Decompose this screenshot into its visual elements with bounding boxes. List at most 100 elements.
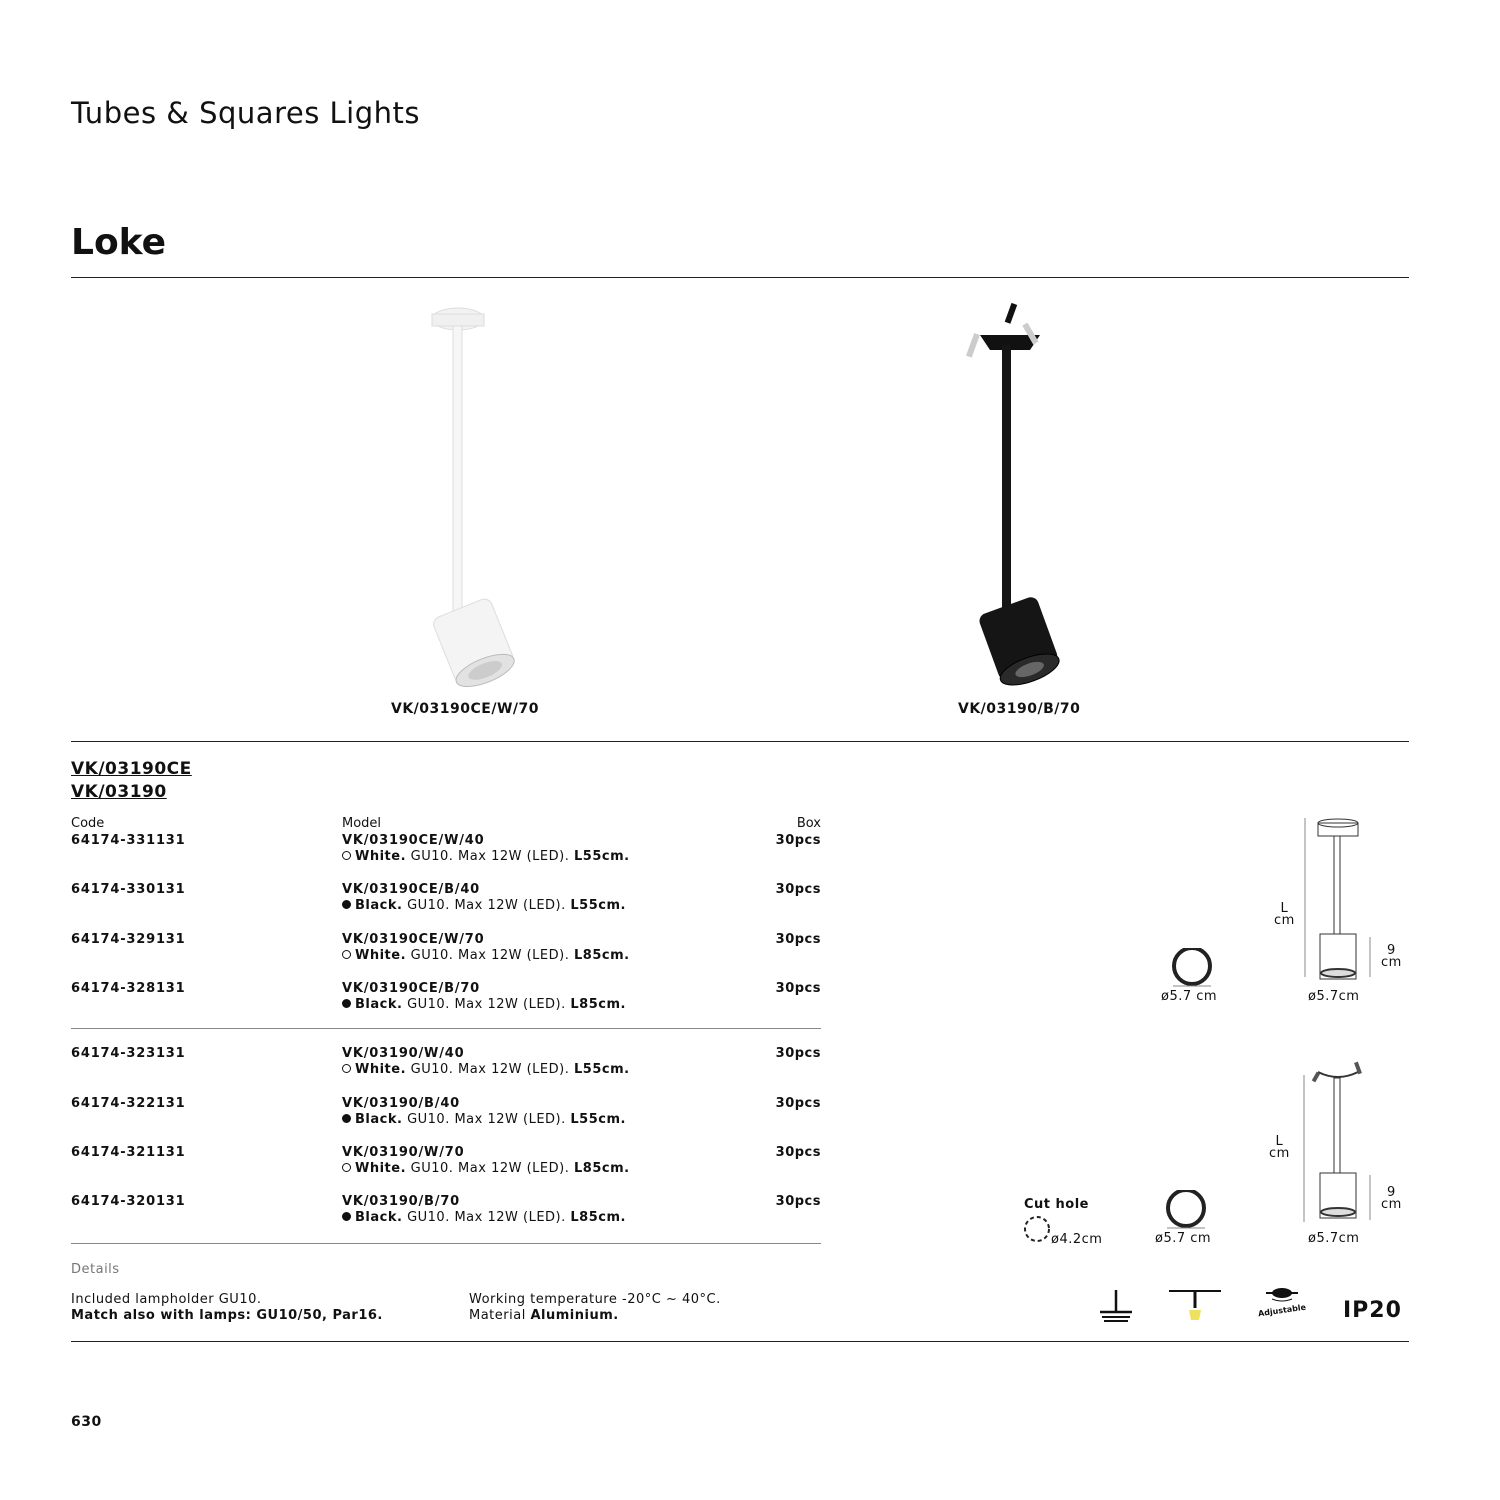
product-model: VK/03190CE/W/70 <box>342 932 485 947</box>
ring-diameter-label: ø5.7 cm <box>1161 989 1218 1004</box>
ring-diagram <box>1170 946 1216 992</box>
box-quantity: 30pcs <box>775 932 821 947</box>
cut-hole-icon <box>1022 1214 1052 1248</box>
length-text: L55cm. <box>570 898 626 913</box>
color-dot-icon <box>342 1212 351 1221</box>
product-model: VK/03190/W/40 <box>342 1046 465 1061</box>
pendant-light-icon <box>1167 1288 1223 1328</box>
box-quantity: 30pcs <box>775 833 821 848</box>
ground-icon <box>1098 1288 1134 1328</box>
product-image-black <box>950 295 1110 690</box>
column-header-code: Code <box>71 816 105 831</box>
page-number: 630 <box>71 1414 102 1430</box>
length-text: L55cm. <box>570 1112 626 1127</box>
color-name: Black. <box>355 997 403 1012</box>
details-text: Match also with lamps: GU10/50, Par16. <box>71 1308 383 1323</box>
group-divider <box>71 1028 821 1029</box>
box-quantity: 30pcs <box>775 981 821 996</box>
spec-text: GU10. Max 12W (LED). <box>406 849 574 864</box>
product-code: 64174-329131 <box>71 932 186 947</box>
divider <box>71 277 1409 278</box>
color-dot-icon <box>342 999 351 1008</box>
spec-text: GU10. Max 12W (LED). <box>402 997 571 1012</box>
height-value: 9 <box>1387 943 1396 958</box>
product-image-white <box>380 300 560 690</box>
product-description: White. GU10. Max 12W (LED). L85cm. <box>342 948 630 963</box>
product-description: Black. GU10. Max 12W (LED). L55cm. <box>342 898 626 913</box>
details-label: Details <box>71 1262 120 1277</box>
product-model: VK/03190/B/70 <box>342 1194 461 1209</box>
spec-text: GU10. Max 12W (LED). <box>406 948 574 963</box>
family-code: VK/03190 <box>71 782 167 802</box>
spec-text: GU10. Max 12W (LED). <box>402 1112 571 1127</box>
adjustable-label: Adjustable <box>1257 1302 1307 1319</box>
material-label: Material <box>469 1308 531 1323</box>
color-name: Black. <box>355 1210 403 1225</box>
box-quantity: 30pcs <box>775 1145 821 1160</box>
product-model: VK/03190/B/40 <box>342 1096 461 1111</box>
color-dot-icon <box>342 851 351 860</box>
product-code: 64174-330131 <box>71 882 186 897</box>
spec-text: GU10. Max 12W (LED). <box>402 898 571 913</box>
ring-diagram <box>1164 1188 1210 1234</box>
family-code: VK/03190CE <box>71 759 192 779</box>
height-value: 9 <box>1387 1185 1396 1200</box>
length-text: L55cm. <box>573 849 630 864</box>
product-description: White. GU10. Max 12W (LED). L85cm. <box>342 1161 630 1176</box>
product-code: 64174-320131 <box>71 1194 186 1209</box>
color-dot-icon <box>342 1064 351 1073</box>
product-description: Black. GU10. Max 12W (LED). L85cm. <box>342 997 626 1012</box>
color-name: White. <box>355 1161 407 1176</box>
details-text: Working temperature -20°C ~ 40°C. <box>469 1292 721 1307</box>
cut-hole-title: Cut hole <box>1024 1197 1089 1212</box>
box-quantity: 30pcs <box>775 1046 821 1061</box>
ip-rating: IP20 <box>1343 1298 1402 1323</box>
length-letter: L <box>1280 901 1289 916</box>
material-value: Aluminium. <box>530 1308 619 1323</box>
cut-hole-value: ø4.2cm <box>1051 1232 1103 1247</box>
spec-text: GU10. Max 12W (LED). <box>406 1161 574 1176</box>
height-unit: cm <box>1381 1197 1402 1212</box>
divider <box>71 741 1409 742</box>
color-name: Black. <box>355 898 403 913</box>
color-dot-icon <box>342 1114 351 1123</box>
length-text: L85cm. <box>573 948 630 963</box>
length-text: L85cm. <box>570 1210 626 1225</box>
body-diameter-label: ø5.7cm <box>1308 989 1360 1004</box>
length-text: L55cm. <box>573 1062 630 1077</box>
color-name: White. <box>355 849 407 864</box>
length-letter: L <box>1275 1134 1284 1149</box>
product-code: 64174-321131 <box>71 1145 186 1160</box>
box-quantity: 30pcs <box>775 1194 821 1209</box>
divider <box>71 1341 1409 1342</box>
ring-diameter-label: ø5.7 cm <box>1155 1231 1212 1246</box>
spec-text: GU10. Max 12W (LED). <box>406 1062 574 1077</box>
product-model: VK/03190CE/W/40 <box>342 833 485 848</box>
column-header-model: Model <box>342 816 382 831</box>
column-header-box: Box <box>796 816 821 831</box>
length-text: L85cm. <box>573 1161 630 1176</box>
details-text: Material Aluminium. <box>469 1308 619 1323</box>
details-text: Included lampholder GU10. <box>71 1292 262 1307</box>
product-caption: VK/03190CE/W/70 <box>391 701 539 717</box>
color-name: White. <box>355 1062 407 1077</box>
product-model: VK/03190CE/B/40 <box>342 882 481 897</box>
length-unit: cm <box>1269 1146 1290 1161</box>
table-end-divider <box>71 1243 821 1244</box>
spec-text: GU10. Max 12W (LED). <box>402 1210 571 1225</box>
color-name: Black. <box>355 1112 403 1127</box>
product-code: 64174-331131 <box>71 833 186 848</box>
height-unit: cm <box>1381 955 1402 970</box>
box-quantity: 30pcs <box>775 882 821 897</box>
product-code: 64174-322131 <box>71 1096 186 1111</box>
color-dot-icon <box>342 950 351 959</box>
product-code: 64174-328131 <box>71 981 186 996</box>
pendant-diagram-ce <box>1300 815 1380 989</box>
product-model: VK/03190CE/B/70 <box>342 981 481 996</box>
product-caption: VK/03190/B/70 <box>958 701 1081 717</box>
